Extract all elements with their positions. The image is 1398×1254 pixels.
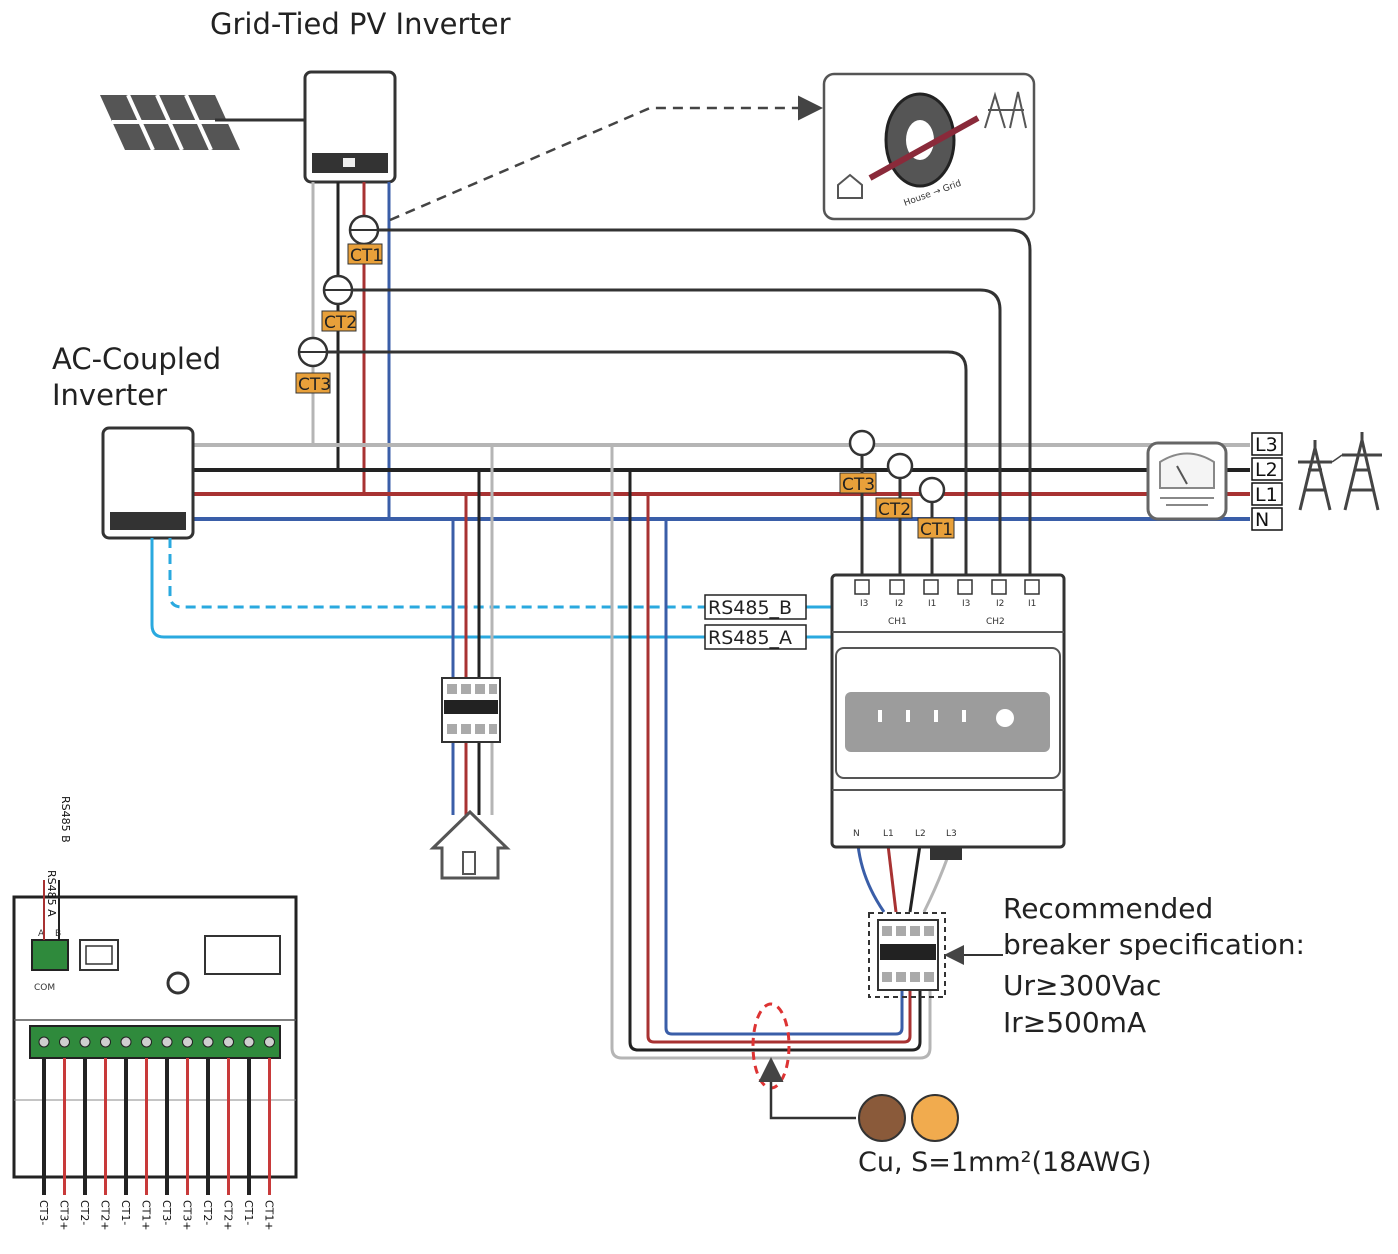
grid-label-l1: L1 <box>1255 484 1278 506</box>
terminal-label: CT3- <box>37 1200 50 1225</box>
pv-side-ct-sensors: CT1 CT2 CT3 <box>295 214 1032 580</box>
terminal-screw <box>38 1036 50 1048</box>
rs485-b-tag: RS485_B <box>704 594 807 620</box>
cable-spec-pointer <box>758 1057 856 1120</box>
terminal-label: CT1- <box>119 1200 132 1225</box>
inset-terminal-row: CT3- CT3+ CT2- CT2+ CT1- CT1+ CT3- CT3+ CT2- CT2+… <box>37 1036 276 1231</box>
ac-inverter-title-line2: Inverter <box>52 378 167 412</box>
svg-text:A: A <box>38 929 45 939</box>
pv-inverter-title: Grid-Tied PV Inverter <box>210 7 511 41</box>
terminal-screw <box>141 1036 152 1048</box>
transmission-tower-icon <box>1298 432 1382 511</box>
terminal-label: CT1+ <box>140 1200 153 1231</box>
grid-label-l3: L3 <box>1255 434 1278 456</box>
svg-text:I2: I2 <box>996 599 1004 609</box>
stranded-cable-icon <box>858 1094 906 1142</box>
meter-breaker <box>868 912 946 998</box>
terminal-screw <box>79 1036 91 1048</box>
svg-text:I3: I3 <box>860 599 868 609</box>
svg-text:CH1: CH1 <box>888 617 907 627</box>
terminal-label: CT3+ <box>181 1200 194 1231</box>
house-icon <box>429 809 511 880</box>
svg-text:I2: I2 <box>895 599 903 609</box>
terminal-screw <box>264 1036 275 1048</box>
svg-text:L2: L2 <box>915 829 926 839</box>
grid-label-n: N <box>1255 509 1269 531</box>
svg-text:CT3: CT3 <box>842 475 875 495</box>
house-breaker <box>441 677 501 743</box>
svg-text:I3: I3 <box>962 599 970 609</box>
terminal-label: CT2+ <box>222 1200 235 1231</box>
svg-text:Ur≥300Vac: Ur≥300Vac <box>1003 969 1161 1002</box>
grid-label-l2: L2 <box>1255 459 1278 481</box>
svg-text:breaker specification:: breaker specification: <box>1003 928 1305 961</box>
terminal-label: CT1+ <box>263 1200 276 1231</box>
svg-text:RS485_A: RS485_A <box>708 627 792 649</box>
utility-meter-icon <box>1146 441 1228 521</box>
svg-text:I1: I1 <box>928 599 936 609</box>
svg-text:CH2: CH2 <box>986 617 1005 627</box>
breaker-spec-label: Recommended breaker specification: Ur≥30… <box>1003 892 1305 1039</box>
meter-supply-wires <box>610 445 954 1060</box>
house-door-icon <box>462 851 476 875</box>
smart-meter: I3 I2 I1 I3 I2 I1 CH1 CH2 N L1 L2 L3 <box>830 573 1066 860</box>
ac-coupled-inverter-box <box>101 426 195 540</box>
terminal-label: CT2- <box>201 1200 214 1225</box>
inverter-terminal-inset: COM A B RS485 A RS485 B <box>12 796 298 1179</box>
terminal-screw <box>161 1036 173 1048</box>
pv-inverter-box <box>303 70 397 184</box>
svg-text:Ir≥500mA: Ir≥500mA <box>1003 1006 1146 1039</box>
svg-text:L1: L1 <box>883 829 894 839</box>
ct3-tag-pv: CT3 <box>298 375 331 395</box>
solid-cable-icon <box>911 1094 959 1142</box>
grid-line-labels: L3 L2 L1 N <box>1251 432 1283 531</box>
terminal-label: CT2+ <box>99 1200 112 1231</box>
svg-text:RS485 B: RS485 B <box>59 796 72 843</box>
rs485-lines <box>150 538 835 639</box>
svg-text:CT1: CT1 <box>920 520 953 540</box>
svg-text:I1: I1 <box>1028 599 1036 609</box>
svg-text:Recommended: Recommended <box>1003 892 1213 925</box>
terminal-label: CT1- <box>242 1200 255 1225</box>
terminal-screw <box>202 1036 214 1048</box>
svg-text:RS485_B: RS485_B <box>708 597 792 619</box>
terminal-label: CT3- <box>160 1200 173 1225</box>
rs485-a-tag: RS485_A <box>704 624 807 650</box>
terminal-screw <box>100 1036 111 1048</box>
solar-panel-icon <box>100 94 305 151</box>
ct-detail-inset: House → Grid <box>822 72 1036 221</box>
svg-text:CT2: CT2 <box>878 500 911 520</box>
svg-text:COM: COM <box>34 983 55 993</box>
terminal-screw <box>182 1036 193 1048</box>
terminal-label: CT3+ <box>58 1200 71 1231</box>
main-bus <box>193 443 1250 521</box>
svg-text:L3: L3 <box>946 829 957 839</box>
house-load-branch <box>451 445 494 815</box>
svg-text:RS485 A: RS485 A <box>45 870 58 917</box>
grid-side-ct-sensors: CT3 CT2 CT1 <box>839 429 955 580</box>
ct2-tag-pv: CT2 <box>324 313 357 333</box>
terminal-screw <box>120 1036 132 1048</box>
cable-spec-label: Cu, S=1mm²(18AWG) <box>858 1147 1152 1178</box>
svg-text:N: N <box>853 829 860 839</box>
house-icon <box>837 173 863 199</box>
ct-detail-pointer <box>389 95 823 222</box>
ac-inverter-title-line1: AC-Coupled <box>52 342 221 376</box>
terminal-screw <box>223 1036 234 1048</box>
terminal-label: CT2- <box>78 1200 91 1225</box>
ct1-tag-pv: CT1 <box>350 246 383 266</box>
terminal-screw <box>59 1036 70 1048</box>
terminal-screw <box>243 1036 255 1048</box>
grid-tower-icon <box>984 91 1027 129</box>
